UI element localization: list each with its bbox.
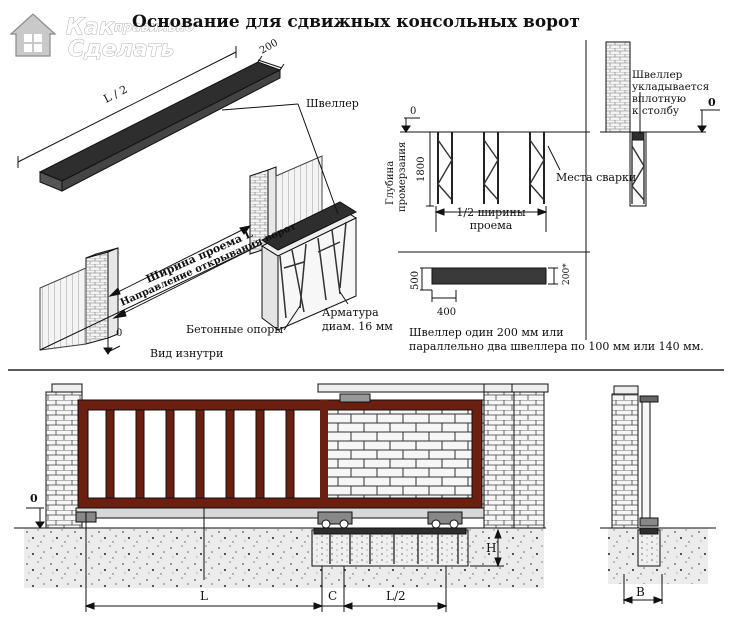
dim-L: L — [200, 589, 208, 603]
dim-500: 500 — [410, 271, 421, 290]
dim-half-L: L/2 — [386, 589, 406, 603]
house-icon — [9, 13, 57, 57]
front-elevation — [14, 383, 716, 612]
page-title: Основание для сдвижных консольных ворот — [132, 12, 580, 32]
dim-B: B — [636, 585, 645, 599]
dim-H: H — [486, 541, 496, 555]
weld-points-label: Места сварки — [556, 171, 636, 184]
perspective-view — [17, 46, 358, 355]
site-logo[interactable]: Как правильно Сделать — [9, 13, 195, 62]
logo-line1-b: правильно — [114, 20, 194, 35]
dim-200: 200* — [562, 263, 572, 285]
dim-400: 400 — [437, 307, 456, 318]
half-width-label-1: 1/2 ширины — [456, 206, 525, 219]
dim-C: C — [328, 589, 337, 603]
zero-mark-left: 0 — [116, 328, 122, 339]
zero-mark-bottom: 0 — [30, 492, 38, 505]
channel-width-label: 200 — [258, 38, 280, 57]
logo-line2: Сделать — [68, 37, 174, 62]
rebar-label-2: диам. 16 мм — [322, 320, 393, 333]
channel-note-3: вплотную — [632, 93, 686, 105]
channel-options-2: параллельно два швеллера по 100 мм или 1… — [409, 340, 704, 353]
concrete-supports-label: Бетонные опоры — [186, 323, 283, 336]
channel-note-4: к столбу — [632, 105, 680, 117]
channel-note-2: укладывается — [632, 81, 710, 93]
section-view — [398, 40, 720, 340]
zero-mark-section: 0 — [410, 106, 416, 117]
channel-options-1: Швеллер один 200 мм или — [409, 326, 564, 339]
half-length-label: L / 2 — [101, 83, 129, 106]
rebar-label-1: Арматура — [322, 306, 379, 319]
freeze-depth-label-1: Глубина — [385, 161, 396, 205]
view-inside-label: Вид изнутри — [150, 347, 223, 360]
freeze-depth-value: 1800 — [416, 157, 427, 182]
half-width-label-2: проема — [470, 219, 513, 232]
channel-note-1: Швеллер — [632, 69, 683, 81]
channel-label: Швеллер — [306, 97, 359, 110]
zero-mark-post: 0 — [708, 96, 716, 109]
freeze-depth-label-2: промерзания — [397, 142, 408, 212]
logo-line1-a: Как — [66, 15, 115, 40]
